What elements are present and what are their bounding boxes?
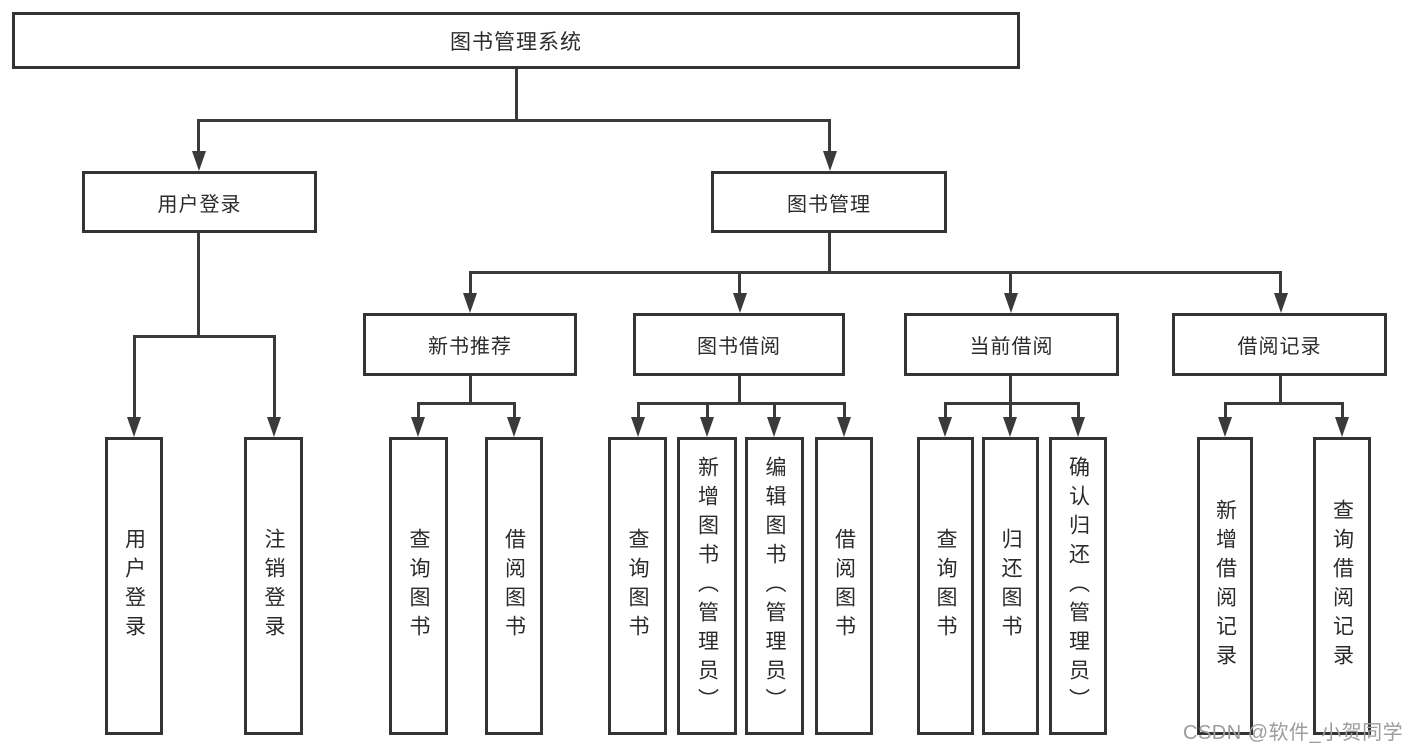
connector-line: [1009, 402, 1012, 418]
connector-line: [417, 402, 516, 405]
arrowhead-down-icon: [1004, 293, 1018, 313]
arrowhead-down-icon: [1218, 417, 1232, 437]
leaf-edit-books-admin: 编辑图书（管理员）: [745, 437, 804, 735]
connector-line: [469, 376, 472, 404]
leaf-logout: 注销登录: [244, 437, 303, 735]
connector-line: [1279, 376, 1282, 404]
connector-line: [515, 69, 518, 120]
leaf-add-borrow-record: 新增借阅记录: [1197, 437, 1253, 735]
leaf-return-books: 归还图书: [982, 437, 1039, 735]
node-book-management-label: 图书管理: [787, 193, 871, 216]
leaf-confirm-return-admin-label: 确认归还（管理员）: [1066, 455, 1090, 717]
arrowhead-down-icon: [700, 417, 714, 437]
leaf-current-query-books: 查询图书: [917, 437, 974, 735]
arrowhead-down-icon: [411, 417, 425, 437]
leaf-user-login-label: 用户登录: [122, 528, 146, 644]
leaf-add-books-admin: 新增图书（管理员）: [677, 437, 737, 735]
leaf-confirm-return-admin: 确认归还（管理员）: [1049, 437, 1107, 735]
connector-line: [1341, 402, 1344, 418]
connector-line: [828, 233, 831, 273]
connector-line: [469, 271, 1282, 274]
node-root-system: 图书管理系统: [12, 12, 1020, 69]
connector-line: [738, 376, 741, 404]
leaf-borrowing-query-books-label: 查询图书: [626, 528, 649, 644]
connector-line: [197, 119, 200, 152]
node-current-borrowing-label: 当前借阅: [969, 336, 1054, 358]
arrowhead-down-icon: [1274, 293, 1288, 313]
leaf-recommend-query-books: 查询图书: [389, 437, 448, 735]
arrowhead-down-icon: [463, 293, 477, 313]
leaf-recommend-query-books-label: 查询图书: [407, 528, 430, 644]
leaf-borrowing-borrow-books: 借阅图书: [815, 437, 873, 735]
connector-line: [133, 335, 136, 419]
node-user-login-label: 用户登录: [157, 193, 242, 216]
leaf-recommend-borrow-books: 借阅图书: [485, 437, 543, 735]
node-new-book-recommend: 新书推荐: [363, 313, 577, 376]
connector-line: [1224, 402, 1344, 405]
connector-line: [1224, 402, 1227, 418]
leaf-current-query-books-label: 查询图书: [934, 528, 957, 644]
arrowhead-down-icon: [837, 417, 851, 437]
connector-line: [513, 402, 516, 418]
leaf-add-borrow-record-label: 新增借阅记录: [1213, 499, 1237, 673]
arrowhead-down-icon: [823, 151, 837, 171]
leaf-edit-books-admin-label: 编辑图书（管理员）: [763, 455, 786, 717]
leaf-logout-label: 注销登录: [262, 528, 285, 644]
connector-line: [1279, 271, 1282, 295]
connector-line: [706, 402, 709, 418]
connector-line: [133, 335, 276, 338]
connector-line: [944, 402, 1080, 405]
arrowhead-down-icon: [1335, 417, 1349, 437]
connector-line: [828, 119, 831, 152]
leaf-borrowing-borrow-books-label: 借阅图书: [832, 528, 856, 644]
connector-line: [738, 271, 741, 295]
leaf-user-login: 用户登录: [105, 437, 163, 735]
leaf-query-borrow-record: 查询借阅记录: [1313, 437, 1371, 735]
connector-line: [637, 402, 640, 418]
leaf-add-books-admin-label: 新增图书（管理员）: [695, 455, 719, 717]
node-current-borrowing: 当前借阅: [904, 313, 1119, 376]
connector-line: [198, 119, 831, 122]
connector-line: [417, 402, 420, 418]
arrowhead-down-icon: [938, 417, 952, 437]
leaf-return-books-label: 归还图书: [999, 528, 1022, 644]
arrowhead-down-icon: [733, 293, 747, 313]
node-book-management: 图书管理: [711, 171, 947, 233]
arrowhead-down-icon: [767, 417, 781, 437]
node-book-borrowing-label: 图书借阅: [697, 336, 781, 358]
connector-line: [1009, 271, 1012, 295]
node-borrowing-records-label: 借阅记录: [1237, 336, 1322, 358]
watermark-text: CSDN @软件_小贺同学: [1183, 722, 1404, 744]
connector-line: [1077, 402, 1080, 418]
arrowhead-down-icon: [127, 417, 141, 437]
connector-line: [469, 271, 472, 295]
connector-line: [944, 402, 947, 418]
arrowhead-down-icon: [631, 417, 645, 437]
node-borrowing-records: 借阅记录: [1172, 313, 1387, 376]
connector-line: [773, 402, 776, 418]
connector-line: [273, 335, 276, 419]
connector-line: [197, 233, 200, 337]
connector-line: [843, 402, 846, 418]
arrowhead-down-icon: [1071, 417, 1085, 437]
arrowhead-down-icon: [1003, 417, 1017, 437]
leaf-query-borrow-record-label: 查询借阅记录: [1330, 499, 1354, 673]
arrowhead-down-icon: [267, 417, 281, 437]
leaf-recommend-borrow-books-label: 借阅图书: [502, 528, 526, 644]
connector-line: [637, 402, 846, 405]
leaf-borrowing-query-books: 查询图书: [608, 437, 667, 735]
arrowhead-down-icon: [507, 417, 521, 437]
connector-line: [1009, 376, 1012, 404]
node-book-borrowing: 图书借阅: [633, 313, 845, 376]
node-new-book-recommend-label: 新书推荐: [428, 336, 512, 358]
node-root-label: 图书管理系统: [450, 30, 582, 54]
node-user-login: 用户登录: [82, 171, 317, 233]
arrowhead-down-icon: [192, 151, 206, 171]
